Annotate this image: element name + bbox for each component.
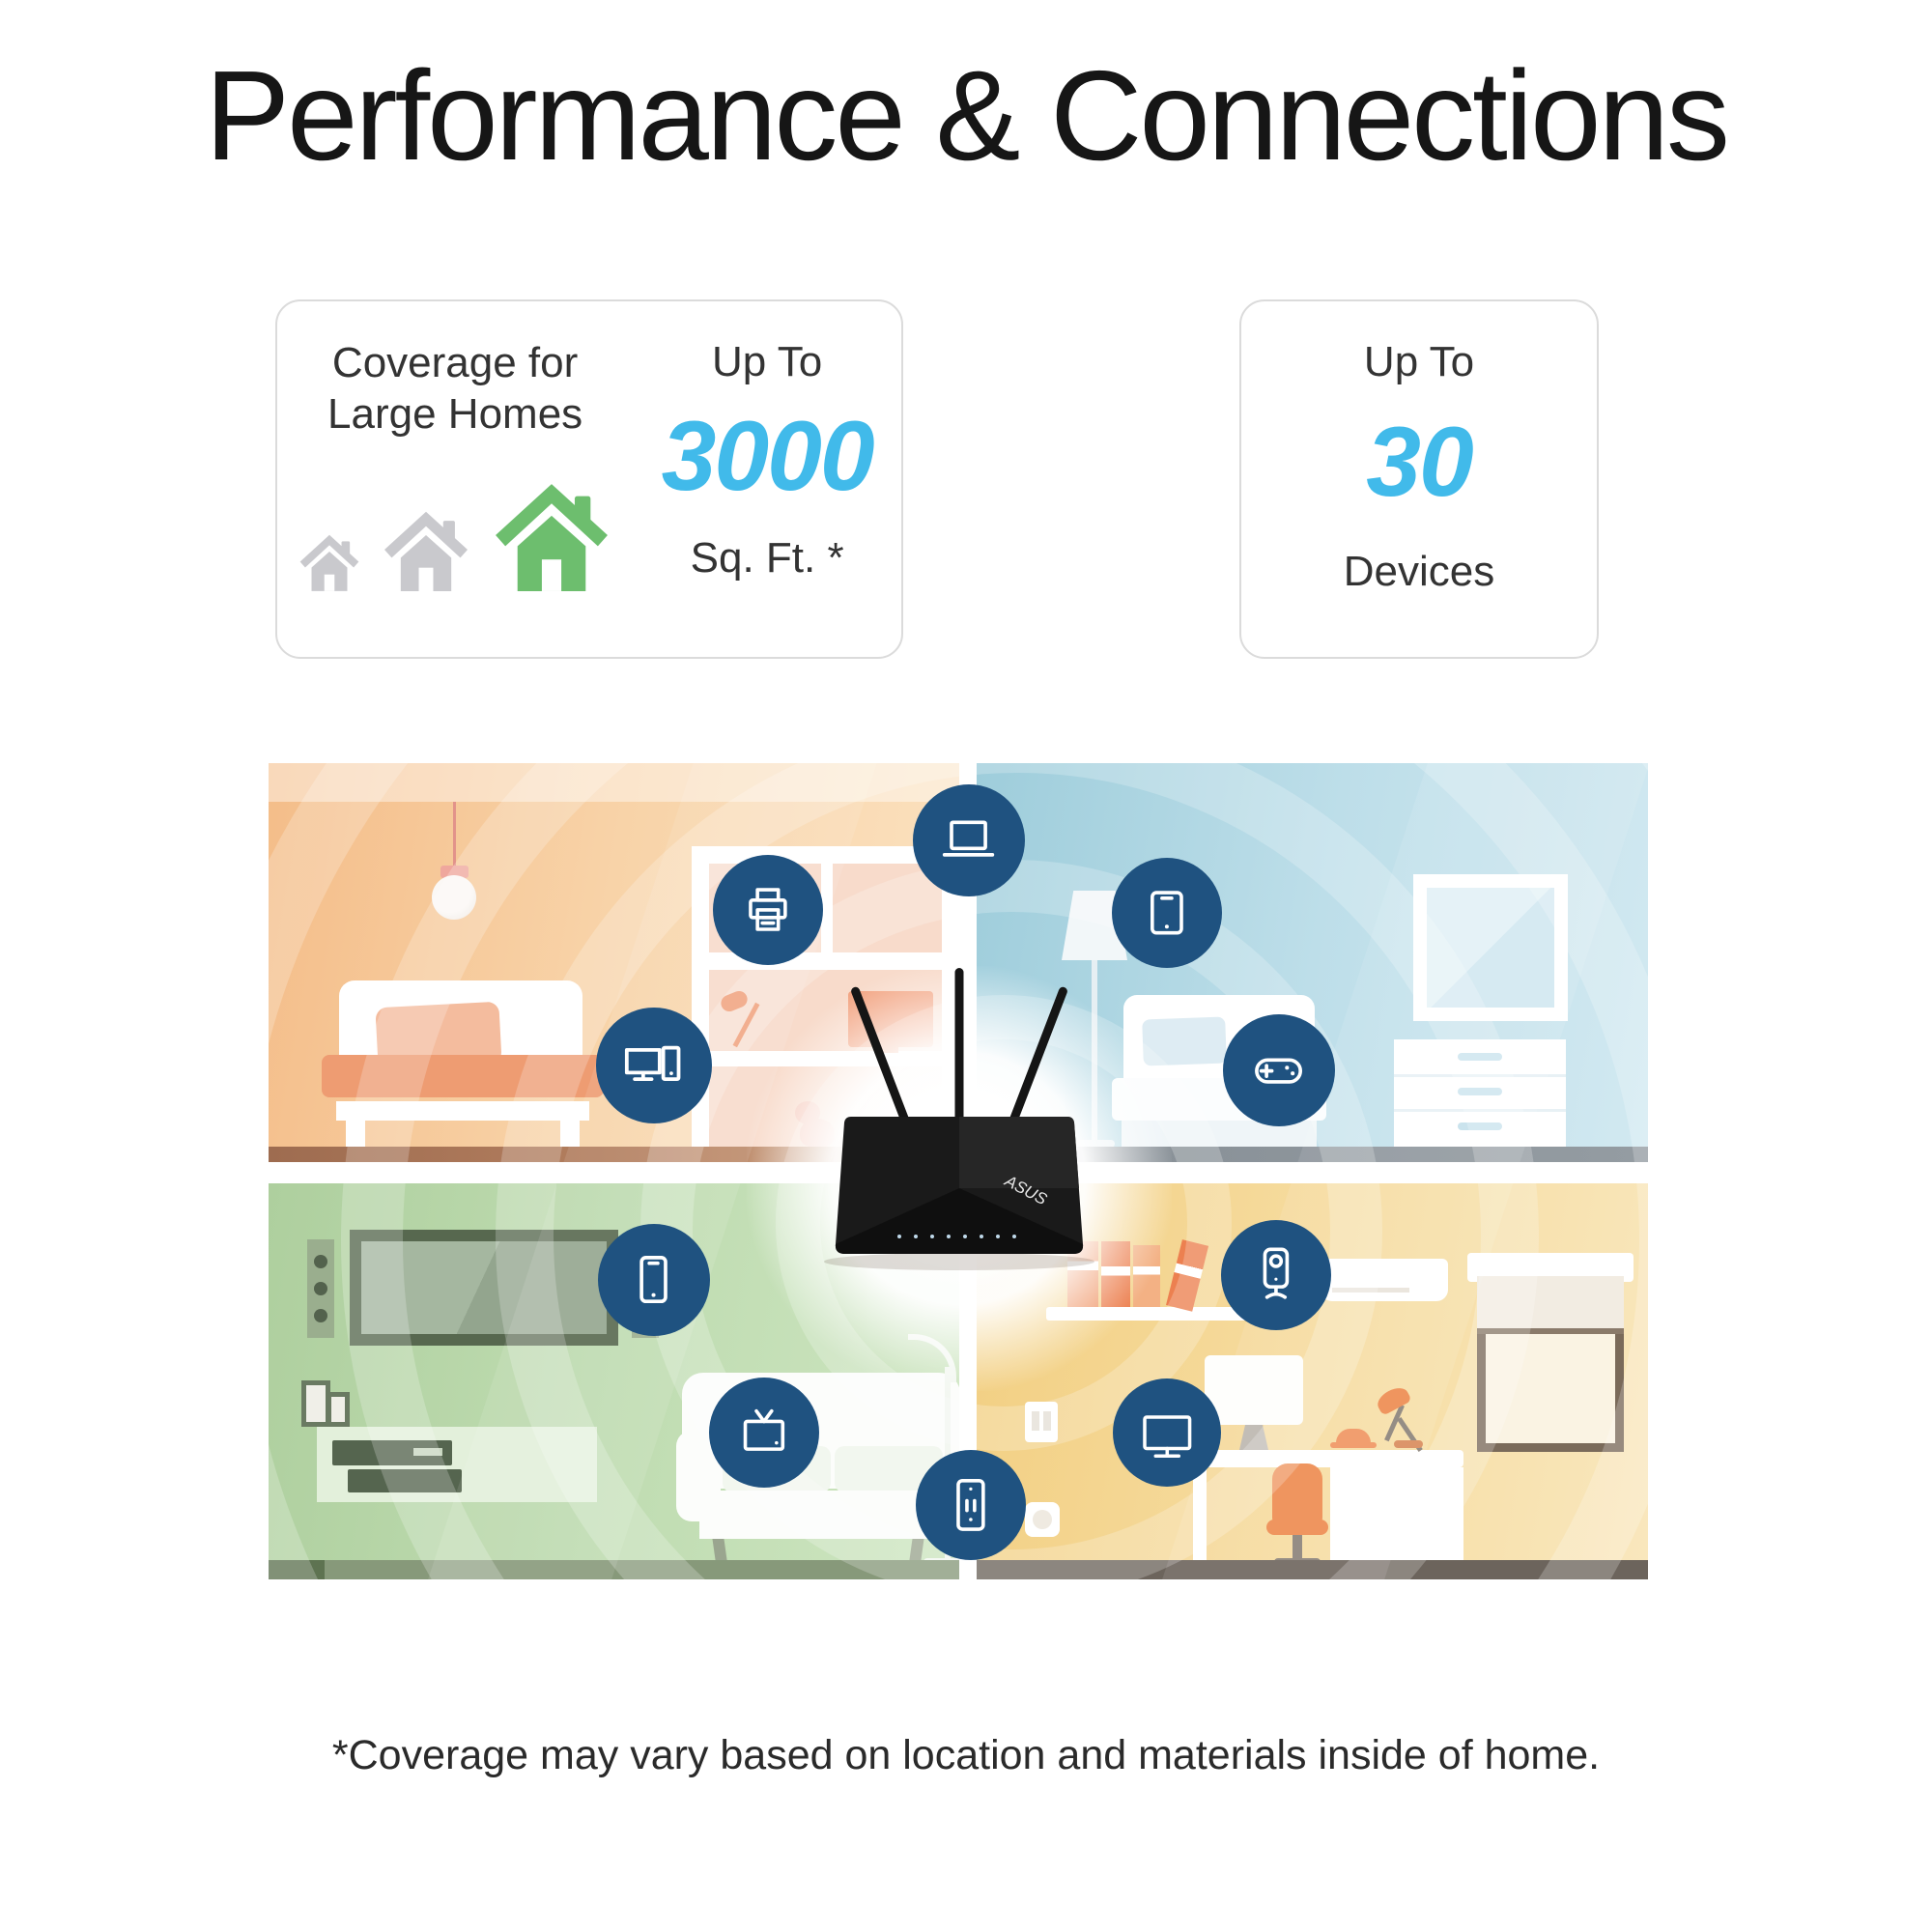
devices-unit: Devices [1343, 548, 1495, 595]
laptop-device-icon [913, 784, 1025, 896]
house-size-icons [298, 479, 612, 591]
devices-card: Up To 30 Devices [1239, 299, 1599, 659]
coverage-label: Coverage for Large Homes [327, 338, 582, 440]
router-antenna-center [954, 968, 964, 1122]
smartphone-device-icon [598, 1224, 710, 1336]
footnote: *Coverage may vary based on location and… [331, 1732, 1601, 1778]
camera-device-icon [1221, 1220, 1331, 1330]
printer-device-icon [713, 855, 823, 965]
router-shadow [824, 1253, 1094, 1270]
home-illustration: ASUS [269, 763, 1648, 1579]
printer-icon [749, 888, 787, 931]
monitor-device-icon [1113, 1378, 1221, 1487]
router-antenna-left [851, 986, 910, 1125]
devices-up-to-label: Up To [1363, 338, 1475, 385]
coverage-label-line2: Large Homes [327, 389, 583, 438]
smart-plug-device-icon [916, 1450, 1026, 1560]
coverage-value: 3000 [661, 401, 875, 511]
gamepad-icon [1255, 1058, 1303, 1085]
router-led-lights [897, 1235, 1016, 1238]
router-image: ASUS [824, 968, 1094, 1270]
camera-icon [1263, 1247, 1290, 1299]
smartphone-icon [639, 1256, 668, 1304]
desktop-device-icon [596, 1008, 712, 1123]
coverage-card-stat-column: Up To 3000 Sq. Ft. * [633, 301, 901, 657]
desktop-icon [625, 1045, 681, 1082]
monitor-icon [1142, 1415, 1192, 1458]
router-facet [959, 1117, 1079, 1188]
coverage-card: Coverage for Large Homes Up To 3000 Sq. … [275, 299, 903, 659]
medium-house-icon [381, 508, 471, 591]
tablet-icon [1151, 891, 1183, 935]
coverage-unit: Sq. Ft. * [690, 534, 844, 582]
small-house-icon [298, 532, 361, 591]
gamepad-device-icon [1223, 1014, 1335, 1126]
router-facet [835, 1188, 1084, 1254]
coverage-up-to-label: Up To [712, 338, 823, 385]
smart-plug-icon [956, 1479, 985, 1531]
tv-device-icon [709, 1378, 819, 1488]
large-house-icon [491, 479, 612, 591]
router-antenna-right [1009, 986, 1067, 1125]
page-title: Performance & Connections [205, 44, 1730, 186]
coverage-label-line1: Coverage for [331, 339, 579, 386]
coverage-card-left-column: Coverage for Large Homes [277, 301, 633, 657]
tablet-device-icon [1112, 858, 1222, 968]
devices-value: 30 [1366, 407, 1473, 517]
laptop-icon [943, 820, 995, 858]
tv-icon [743, 1408, 785, 1452]
